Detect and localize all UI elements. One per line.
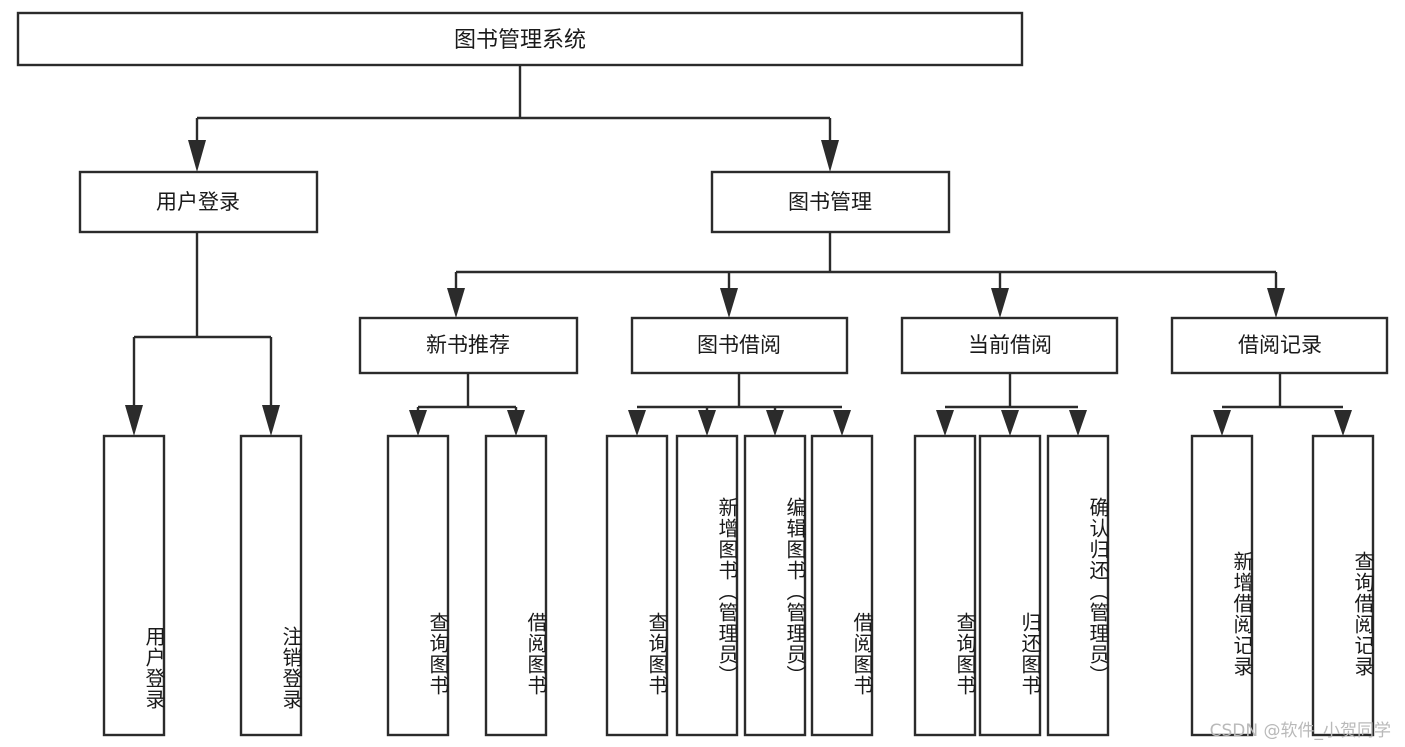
- node-book-borrow-box[interactable]: [630, 316, 849, 375]
- arrow-head-icon: [1334, 410, 1352, 436]
- watermark-text: CSDN @软件_小贺同学: [1209, 721, 1391, 741]
- connector-newbook-to-leaves: [409, 373, 525, 436]
- arrow-head-icon: [1069, 410, 1087, 436]
- arrow-head-icon: [409, 410, 427, 436]
- arrow-head-icon: [720, 288, 738, 318]
- leaf-box-confirm-return[interactable]: [1046, 434, 1110, 737]
- node-borrow-record-label: 借阅记录: [1238, 333, 1322, 357]
- arrow-head-icon: [188, 140, 206, 172]
- arrow-head-icon: [766, 410, 784, 436]
- arrow-head-icon: [262, 405, 280, 436]
- node-book-borrow[interactable]: 图书借阅: [630, 316, 849, 375]
- arrow-head-icon: [447, 288, 465, 318]
- node-user-login-box[interactable]: [78, 170, 319, 234]
- arrow-head-icon: [125, 405, 143, 436]
- node-borrow-record[interactable]: 借阅记录: [1170, 316, 1389, 375]
- arrow-head-icon: [821, 140, 839, 172]
- connector-bookmgmt-to-level2: [447, 232, 1285, 318]
- node-current-borrow-box[interactable]: [900, 316, 1119, 375]
- node-current-borrow[interactable]: 当前借阅: [900, 316, 1119, 375]
- node-new-book-recommend-box[interactable]: [358, 316, 579, 375]
- node-root-box[interactable]: [16, 11, 1024, 67]
- node-new-book-recommend-label: 新书推荐: [426, 333, 510, 357]
- arrow-head-icon: [628, 410, 646, 436]
- connector-bookborrow-to-leaves: [628, 373, 851, 436]
- arrow-head-icon: [1267, 288, 1285, 318]
- leaf-box-logout[interactable]: [239, 434, 303, 737]
- node-book-management-box[interactable]: [710, 170, 951, 234]
- leaf-box-query-borrow-record[interactable]: [1311, 434, 1375, 737]
- leaf-box-query-book-1[interactable]: [386, 434, 450, 737]
- node-root[interactable]: 图书管理系统: [16, 11, 1024, 67]
- leaf-box-edit-book[interactable]: [743, 434, 807, 737]
- connector-borrowrecord-to-leaves: [1213, 373, 1352, 436]
- node-user-login-label: 用户登录: [156, 190, 240, 214]
- node-book-management[interactable]: 图书管理: [710, 170, 951, 234]
- node-borrow-record-box[interactable]: [1170, 316, 1389, 375]
- arrow-head-icon: [1001, 410, 1019, 436]
- connector-currentborrow-to-leaves: [936, 373, 1087, 436]
- node-current-borrow-label: 当前借阅: [968, 333, 1052, 357]
- leaf-box-add-borrow-record[interactable]: [1190, 434, 1254, 737]
- connector-userlogin-to-leaves: [125, 232, 280, 436]
- arrow-head-icon: [1213, 410, 1231, 436]
- node-book-management-label: 图书管理: [788, 190, 872, 214]
- arrow-head-icon: [507, 410, 525, 436]
- arrow-head-icon: [936, 410, 954, 436]
- leaf-box-query-book-2[interactable]: [605, 434, 669, 737]
- node-new-book-recommend[interactable]: 新书推荐: [358, 316, 579, 375]
- leaf-box-borrow-book-2[interactable]: [810, 434, 874, 737]
- leaf-box-query-book-3[interactable]: [913, 434, 977, 737]
- node-book-borrow-label: 图书借阅: [697, 333, 781, 357]
- leaf-box-user-login[interactable]: [102, 434, 166, 737]
- leaf-box-add-book[interactable]: [675, 434, 739, 737]
- leaf-box-borrow-book-1[interactable]: [484, 434, 548, 737]
- node-user-login[interactable]: 用户登录: [78, 170, 319, 234]
- leaf-box-return-book[interactable]: [978, 434, 1042, 737]
- node-root-label: 图书管理系统: [454, 28, 586, 53]
- arrow-head-icon: [991, 288, 1009, 318]
- arrow-head-icon: [833, 410, 851, 436]
- connector-root-to-level1: [188, 65, 839, 172]
- arrow-head-icon: [698, 410, 716, 436]
